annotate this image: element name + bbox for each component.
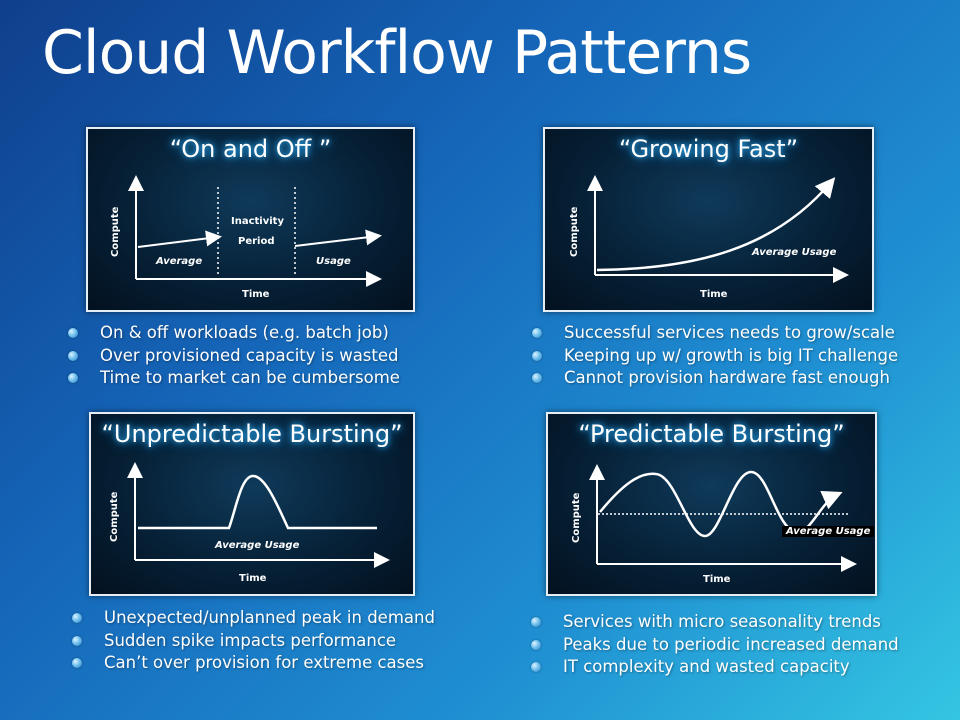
average-usage-label: Average Usage [782, 526, 875, 537]
y-axis-label: Compute [110, 206, 121, 257]
growing-fast-diagram [587, 175, 849, 283]
usage-line-after [294, 229, 382, 247]
burst-curve [138, 474, 377, 530]
bullet-item: On & off workloads (e.g. batch job) [64, 322, 400, 345]
bullet-item: Can’t over provision for extreme cases [68, 652, 435, 675]
bullet-item: Time to market can be cumbersome [64, 367, 400, 390]
panel-growing-fast: “Growing Fast” Compute Time Average Usag… [543, 127, 874, 312]
panel-unpredictable-bursting: “Unpredictable Bursting” Compute Time Av… [89, 412, 415, 596]
bullet-icon [68, 373, 78, 383]
on-off-diagram [128, 175, 382, 287]
y-axis-label: Compute [109, 491, 120, 542]
bullet-item: Keeping up w/ growth is big IT challenge [528, 345, 898, 368]
bullet-item: Unexpected/unplanned peak in demand [68, 607, 435, 630]
y-axis-label: Compute [569, 206, 580, 257]
unpredictable-bursting-diagram [127, 462, 390, 568]
bullet-icon [531, 662, 541, 672]
on-off-bullets: On & off workloads (e.g. batch job) Over… [64, 322, 400, 390]
bullet-item: Services with micro seasonality trends [527, 611, 899, 634]
average-usage-label: Average Usage [752, 247, 837, 258]
bullet-icon [531, 639, 541, 650]
y-axis-label: Compute [571, 492, 582, 543]
panel-title: “Predictable Bursting” [578, 420, 845, 448]
inactivity-label: Inactivity [231, 216, 284, 227]
slide-title: Cloud Workflow Patterns [42, 18, 752, 88]
bullet-icon [72, 635, 82, 646]
bullet-icon [532, 373, 542, 383]
x-axis-label: Time [703, 574, 731, 585]
growth-curve [596, 177, 836, 272]
panel-title: “On and Off ” [169, 135, 332, 163]
usage-line-before [137, 230, 222, 248]
predictable-bursting-bullets: Services with micro seasonality trends P… [527, 611, 899, 679]
x-axis-label: Time [700, 289, 728, 300]
unpredictable-bursting-bullets: Unexpected/unplanned peak in demand Sudd… [68, 607, 435, 675]
bullet-icon [532, 328, 542, 338]
bullet-icon [531, 617, 541, 627]
growing-fast-bullets: Successful services needs to grow/scale … [528, 322, 898, 390]
panel-predictable-bursting: “Predictable Bursting” Compute Time Aver… [546, 412, 877, 596]
bullet-item: Peaks due to periodic increased demand [527, 634, 899, 657]
bullet-icon [72, 613, 82, 623]
average-label: Average [156, 256, 203, 267]
bullet-item: IT complexity and wasted capacity [527, 656, 899, 679]
period-label: Period [238, 236, 275, 247]
bullet-icon [68, 350, 78, 361]
panel-on-and-off: “On and Off ” Compute Time Inactivity Pe… [86, 127, 415, 312]
bullet-icon [532, 350, 542, 361]
panel-title: “Unpredictable Bursting” [101, 420, 403, 448]
panel-title: “Growing Fast” [618, 135, 799, 163]
bullet-icon [68, 328, 78, 338]
average-usage-label: Average Usage [215, 540, 300, 551]
bullet-item: Sudden spike impacts performance [68, 630, 435, 653]
bullet-item: Over provisioned capacity is wasted [64, 345, 400, 368]
x-axis-label: Time [239, 573, 267, 584]
x-axis-label: Time [242, 289, 270, 300]
usage-label: Usage [316, 256, 351, 267]
bullet-item: Successful services needs to grow/scale [528, 322, 898, 345]
bullet-icon [72, 658, 82, 668]
bullet-item: Cannot provision hardware fast enough [528, 367, 898, 390]
